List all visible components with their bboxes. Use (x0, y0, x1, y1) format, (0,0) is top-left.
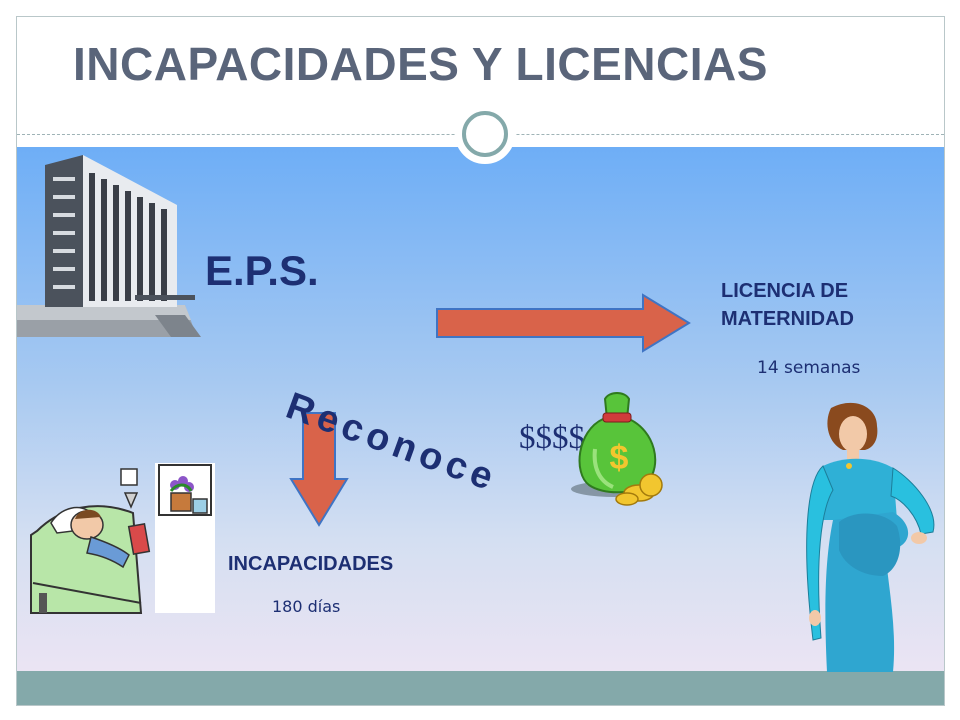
eps-label: E.P.S. (205, 247, 319, 294)
footer-bar (17, 671, 944, 705)
slide-title: INCAPACIDADES Y LICENCIAS (73, 38, 768, 90)
incapacities-duration: 180 días (272, 597, 341, 616)
slide: INCAPACIDADES Y LICENCIAS (16, 16, 945, 706)
arrow-right-icon (436, 293, 691, 353)
sick-patient-in-bed-icon (30, 463, 215, 614)
money-bag-icon: $ (571, 392, 663, 506)
arrow-down-icon (289, 412, 349, 527)
hospital-building-icon (17, 155, 201, 337)
maternity-leave-title-line1: LICENCIA DE (721, 280, 849, 302)
pregnant-woman-icon (806, 402, 935, 672)
svg-text:$: $ (610, 439, 629, 477)
ring-ornament-icon (455, 104, 515, 164)
maternity-leave-title-line2: MATERNIDAD (721, 308, 854, 330)
maternity-leave-duration: 14 semanas (757, 358, 861, 378)
incapacities-title: INCAPACIDADES (228, 553, 394, 575)
maternity-leave-title: LICENCIA DE MATERNIDAD (721, 277, 921, 333)
money-label: $$$$ (519, 420, 585, 456)
